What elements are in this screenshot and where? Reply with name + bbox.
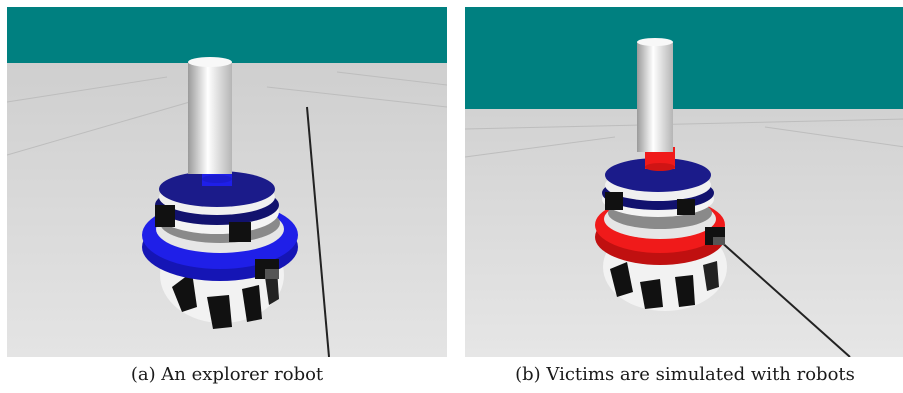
subfigure-a-image: [7, 7, 447, 357]
floor-grid: [7, 71, 447, 156]
victim-robot-render: [465, 7, 903, 357]
top-plate: [159, 171, 275, 207]
subfigure-b-image: [465, 7, 903, 357]
caption-a: (a) An explorer robot: [130, 364, 324, 385]
sky: [465, 7, 903, 109]
caption-b: (b) Victims are simulated with robots: [515, 364, 855, 385]
top-plate: [605, 158, 711, 192]
pole: [188, 62, 232, 174]
floor-crack: [709, 231, 851, 357]
floor-crack: [306, 106, 330, 357]
floor-grid: [465, 118, 903, 158]
explorer-robot-render: [7, 7, 447, 357]
sky: [7, 7, 447, 63]
pole: [637, 42, 673, 152]
